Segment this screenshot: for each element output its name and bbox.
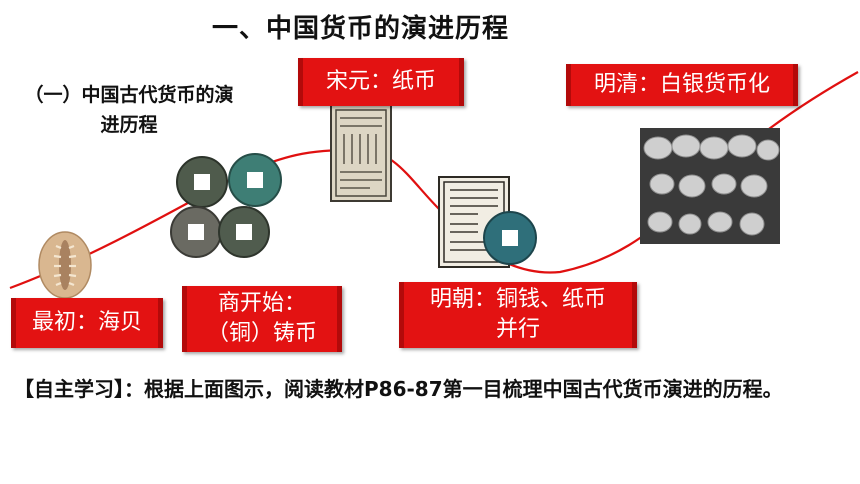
section-subtitle: （一）中国古代货币的演进历程 [24,84,234,136]
stage-label: （铜）铸币 [206,321,317,346]
stage-label: 明清：白银货币化 [593,72,770,97]
stage-banner-paper: 宋元：纸币 [298,58,464,106]
ancient-copper-coins-icon [170,153,282,258]
stage-label: 明朝：铜钱、纸币 [429,287,606,312]
stage-label: 并行 [495,317,540,342]
stage-label: 商开始： [217,291,306,316]
stage-banner-ming: 明朝：铜钱、纸币 并行 [399,282,637,348]
self-study-prompt: 【自主学习】：根据上面图示，阅读教材P86-87第一目梳理中国古代货币演进的历程… [14,377,783,401]
cowrie-shell-icon [38,231,92,299]
stage-banner-shell: 最初：海贝 [11,298,163,348]
silver-ingots-icon [640,128,780,244]
paper-money-note-icon [330,104,392,202]
stage-label: 最初：海贝 [31,310,142,335]
slide-title: 一、中国货币的演进历程 [212,14,510,44]
ming-paper-note-and-coin-icon [438,176,537,268]
stage-label: 宋元：纸币 [325,69,436,94]
stage-banner-silver: 明清：白银货币化 [566,64,798,106]
stage-banner-copper: 商开始： （铜）铸币 [182,286,342,352]
